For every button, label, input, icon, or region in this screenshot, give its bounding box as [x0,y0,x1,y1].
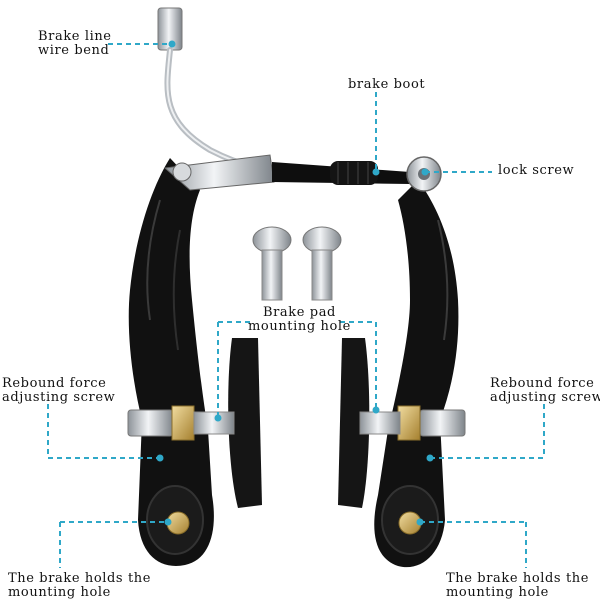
brake-noodle [157,7,273,173]
label-rebound-right-line2: adjusting screw [490,390,600,405]
label-holds-left: The brake holds the mounting hole [8,572,151,600]
label-brake-boot: brake boot [348,77,426,92]
label-wire-bend-line1: Brake line [38,29,112,44]
callout-lines [47,43,545,568]
right-brake-arm [374,180,459,568]
label-pad-hole: Brake pad mounting hole [248,306,351,334]
left-brake-arm [128,158,214,566]
label-holds-left-line1: The brake holds the [8,571,152,586]
label-holds-right-line2: mounting hole [446,585,549,600]
label-rebound-left-line1: Rebound force [2,376,107,391]
brake-boot-shape [272,161,410,185]
mounting-screws [252,226,342,301]
label-holds-right: The brake holds the mounting hole [446,572,589,600]
label-rebound-right: Rebound force adjusting screw [490,377,600,405]
label-wire-bend: Brake line wire bend [38,30,112,58]
label-rebound-right-line1: Rebound force [490,376,595,391]
label-rebound-left-line2: adjusting screw [2,390,116,405]
mounting-bosses [166,511,422,535]
callout-dots [156,40,434,526]
label-rebound-left: Rebound force adjusting screw [2,377,115,405]
label-pad-hole-line1: Brake pad [262,305,336,320]
label-lock-screw: lock screw [498,163,575,178]
brake-pads [228,338,370,508]
label-holds-left-line2: mounting hole [8,585,111,600]
label-wire-bend-line2: wire bend [38,43,110,58]
label-pad-hole-line2: mounting hole [248,319,351,334]
label-holds-right-line1: The brake holds the [446,571,590,586]
rebound-screws [127,405,466,441]
cable-hanger [163,154,275,191]
